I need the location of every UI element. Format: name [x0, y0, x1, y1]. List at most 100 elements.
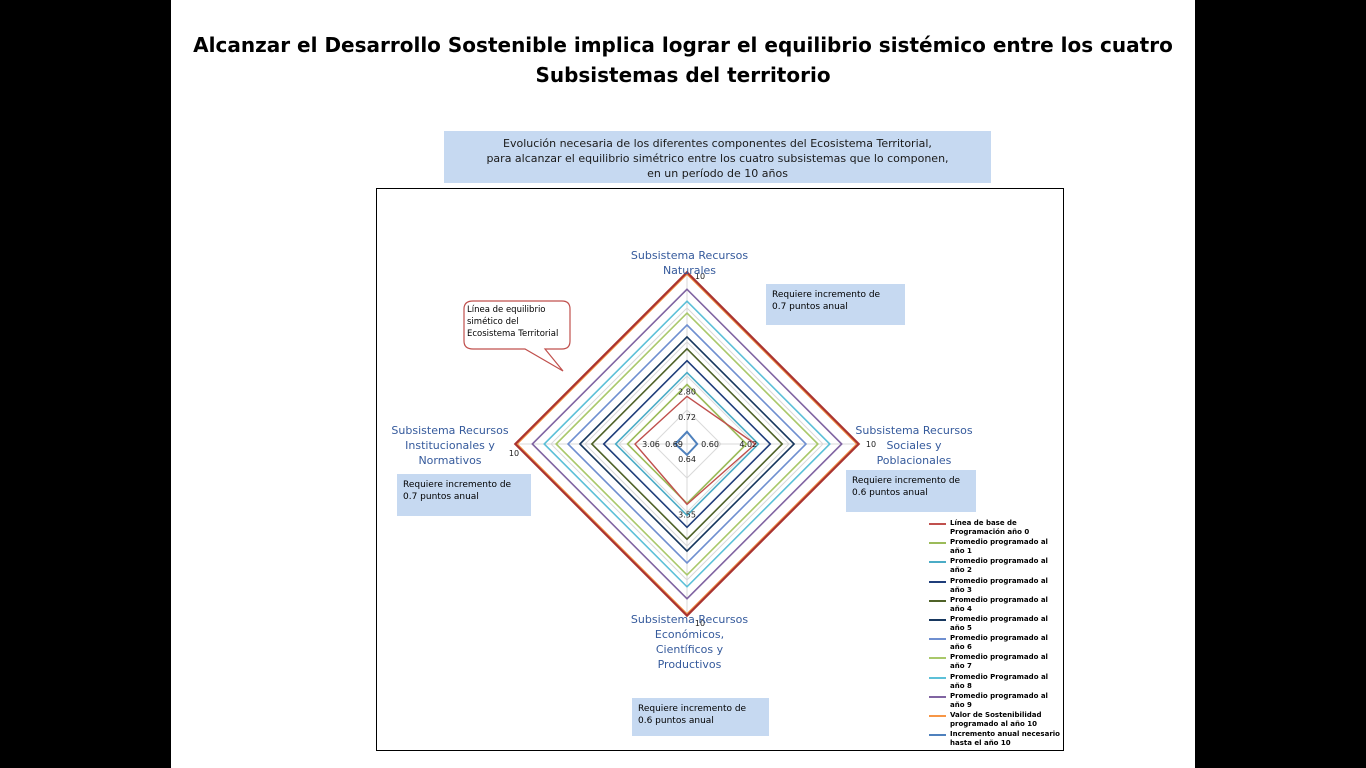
axis-label-line: Subsistema Recursos — [855, 424, 973, 437]
radar-series-polygon — [515, 272, 859, 616]
legend-label: Promedio programado al año 1 — [950, 538, 1048, 556]
note-line: 0.6 puntos anual — [638, 716, 714, 726]
legend-item: Promedio programado al año 3 — [929, 576, 1063, 596]
page-title: Alcanzar el Desarrollo Sostenible implic… — [171, 30, 1195, 90]
callout-line: Ecosistema Territorial — [467, 329, 559, 339]
axis-label-line: Naturales — [662, 264, 717, 277]
legend-swatch — [929, 676, 946, 679]
axis-label-line: Sociales y — [886, 439, 942, 452]
legend-item: Promedio programado al año 2 — [929, 557, 1063, 576]
data-label: 0.64 — [678, 455, 696, 464]
legend-swatch — [929, 618, 946, 621]
legend-swatch — [929, 599, 946, 602]
axis-label-line: Institucionales y — [405, 439, 495, 452]
axis-label-line: Subsistema Recursos — [630, 249, 749, 262]
legend-item: Promedio programado al año 7 — [929, 653, 1063, 672]
data-label: 2.80 — [678, 387, 696, 396]
legend-item: Valor de Sostenibilidad programado al añ… — [929, 710, 1063, 730]
legend-label: Promedio programado al año 4 — [950, 595, 1048, 613]
legend-label: Promedio Programado al año 8 — [950, 672, 1049, 690]
data-label: 0.69 — [665, 440, 683, 449]
note-line: Requiere incremento de — [403, 480, 512, 490]
radar-series-polygon — [673, 430, 699, 457]
data-label: 3.06 — [642, 440, 660, 449]
axis-label-line: Subsistema Recursos — [630, 613, 749, 626]
legend-label: Promedio programado al año 2 — [950, 557, 1048, 575]
legend-swatch — [929, 657, 946, 660]
note-naturales: Requiere incremento de 0.7 puntos anual — [766, 284, 905, 325]
page-title-line-1: Alcanzar el Desarrollo Sostenible implic… — [193, 33, 1173, 57]
legend-swatch — [929, 638, 946, 641]
slide: Alcanzar el Desarrollo Sostenible implic… — [171, 0, 1195, 768]
note-line: 0.7 puntos anual — [772, 302, 848, 312]
note-line: Requiere incremento de — [638, 704, 747, 714]
legend-swatch — [929, 580, 946, 583]
legend-label: Promedio programado al año 3 — [950, 576, 1048, 594]
chart-title-line-3: en un período de 10 años — [647, 167, 788, 180]
chart-legend: Línea de base de Programación año 0 Prome… — [929, 519, 1063, 749]
callout-line: Línea de equilibrio — [467, 305, 546, 315]
chart-title-line-2: para alcanzar el equilibrio simétrico en… — [486, 152, 949, 165]
callout-line: simético del — [467, 317, 519, 327]
axis-max-label: 10 — [695, 272, 705, 281]
radar-series-polygon — [554, 311, 820, 577]
legend-swatch — [929, 734, 946, 737]
note-economicos: Requiere incremento de 0.6 puntos anual — [632, 698, 769, 736]
legend-item: Promedio programado al año 5 — [929, 614, 1063, 634]
legend-swatch — [929, 714, 946, 717]
note-line: Requiere incremento de — [772, 290, 881, 300]
axis-max-label: 10 — [866, 440, 876, 449]
legend-item: Promedio programado al año 1 — [929, 538, 1063, 557]
data-label: 0.60 — [701, 440, 719, 449]
note-line: 0.6 puntos anual — [852, 488, 928, 498]
legend-item: Incremento anual necesario hasta el año … — [929, 730, 1063, 749]
radar-series-polygon — [590, 347, 784, 541]
radar-series-polygon — [578, 335, 796, 553]
note-line: 0.7 puntos anual — [403, 492, 479, 502]
radar-equilibrium-line — [513, 270, 861, 618]
legend-item: Promedio programado al año 6 — [929, 634, 1063, 653]
legend-label: Promedio programado al año 7 — [950, 653, 1048, 671]
legend-label: Línea de base de Programación año 0 — [950, 519, 1030, 536]
chart-title-line-1: Evolución necesaria de los diferentes co… — [503, 137, 932, 150]
legend-swatch — [929, 523, 946, 525]
radar-series-polygon — [566, 323, 808, 565]
axis-label-sociales: Subsistema Recursos Sociales y Poblacion… — [849, 423, 979, 468]
note-institucionales: Requiere incremento de 0.7 puntos anual — [397, 474, 531, 516]
legend-swatch — [929, 542, 946, 545]
legend-label: Valor de Sostenibilidad programado al añ… — [950, 710, 1042, 728]
axis-label-line: Científicos y — [655, 643, 724, 656]
radar-series-polygon — [543, 300, 831, 588]
axis-label-institucionales: Subsistema Recursos Institucionales y No… — [382, 423, 518, 468]
legend-swatch — [929, 561, 946, 564]
legend-item: Promedio programado al año 9 — [929, 691, 1063, 711]
legend-label: Promedio programado al año 9 — [950, 691, 1048, 709]
legend-label: Promedio programado al año 5 — [950, 614, 1048, 632]
axis-label-line: Normativos — [418, 454, 482, 467]
note-line: Requiere incremento de — [852, 476, 961, 486]
radar-series-polygon — [602, 359, 772, 529]
chart-title-box: Evolución necesaria de los diferentes co… — [444, 131, 991, 183]
page-title-line-2: Subsistemas del territorio — [535, 63, 831, 87]
legend-swatch — [929, 695, 946, 698]
legend-item: Línea de base de Programación año 0 — [929, 519, 1063, 538]
axis-label-naturales: Subsistema Recursos Naturales — [607, 248, 772, 278]
axis-label-line: Subsistema Recursos — [391, 424, 509, 437]
axis-max-label: 10 — [695, 619, 705, 628]
axis-label-line: Productivos — [657, 658, 722, 671]
data-label: 3.55 — [678, 510, 696, 519]
legend-item: Promedio programado al año 4 — [929, 595, 1063, 615]
axis-label-economicos: Subsistema Recursos Económicos, Científi… — [607, 612, 772, 672]
data-label: 0.72 — [678, 413, 696, 422]
legend-item: Promedio Programado al año 8 — [929, 672, 1063, 692]
radar-series-polygon — [531, 288, 843, 600]
axis-max-label: 10 — [509, 449, 519, 458]
axis-label-line: Poblacionales — [876, 454, 952, 467]
callout-equilibrio: Línea de equilibrio simético del Ecosist… — [467, 304, 567, 340]
note-sociales: Requiere incremento de 0.6 puntos anual — [846, 470, 976, 512]
callout-bubble — [463, 300, 571, 372]
legend-label: Incremento anual necesario hasta el año … — [950, 730, 1060, 748]
axis-label-line: Económicos, — [654, 628, 725, 641]
